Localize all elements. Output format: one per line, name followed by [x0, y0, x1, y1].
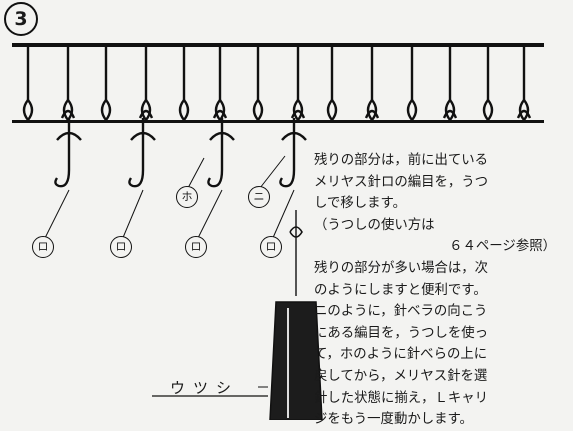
needle-loop [292, 99, 304, 122]
instruction-line: のようにしますと便利です。 [314, 282, 487, 298]
needle-label-ni: ニ [248, 186, 270, 208]
needle-loop [140, 99, 152, 122]
instruction-line: メリヤス針ロの編目を，うつ [314, 174, 489, 190]
instruction-line: ニのように，針ベラの向こう [314, 304, 488, 320]
stitch-loop [290, 109, 306, 119]
instruction-line: 針した状態に揃え，Ｌキャリ [314, 390, 489, 406]
instruction-text: 残りの部分は，前に出ている メリヤス針ロの編目を，うつ しで移します。 （うつし… [314, 150, 572, 431]
stitch-loop [60, 109, 76, 119]
needle-bed-top-bar [12, 43, 544, 47]
needle-loop [214, 99, 226, 122]
needle-label-ro: ロ [110, 236, 132, 258]
label-pointers [43, 155, 295, 388]
instruction-line: にある編目を，うつしを使っ [314, 325, 489, 341]
needle-label-ro: ロ [32, 236, 54, 258]
instruction-line: 残りの部分が多い場合は，次 [314, 260, 489, 276]
needle-loop [100, 99, 112, 122]
hook-needle-tip [128, 169, 145, 188]
knitting-needle-diagram [12, 43, 544, 420]
stitch-loop [56, 131, 82, 141]
instruction-line: しで移します。 [314, 196, 406, 212]
stitch-loop [364, 109, 380, 119]
instruction-line: て，ホのように針べらの上に [314, 347, 488, 363]
instruction-line: ６４ページ参照） [449, 239, 556, 255]
stitch-loop [442, 109, 458, 119]
needle-loop [22, 99, 34, 122]
hook-needle-tip [279, 169, 296, 188]
needle-loop [252, 99, 264, 122]
needle-loop [444, 99, 456, 122]
needle-loop [326, 99, 338, 122]
hook-needle-tip [54, 169, 71, 188]
instruction-line: 戻してから，メリヤス針を選 [314, 368, 488, 384]
stitch-loop [516, 109, 532, 119]
stitch-loop [281, 131, 307, 141]
stitch-loop [212, 109, 228, 119]
instruction-line: 残りの部分は，前に出ている [314, 153, 489, 168]
stitch-loop [130, 131, 156, 141]
transfer-tool [152, 210, 323, 420]
needle-loop [482, 99, 494, 122]
needle-loop [178, 99, 190, 122]
tool-label: ウツシ [170, 379, 240, 397]
needle-loop [518, 99, 530, 122]
hook-needle-tip [207, 169, 224, 188]
needle-loop [406, 99, 418, 122]
step-number-badge: 3 [4, 2, 38, 36]
needle-label-ro: ロ [185, 236, 207, 258]
needle-loop [366, 99, 378, 122]
needle-bed-bottom-bar [12, 120, 544, 123]
stitch-loop [209, 131, 235, 141]
needle-label-ro: ロ [260, 236, 282, 258]
stitch-loop [138, 109, 154, 119]
needle-label-ho: ホ [176, 186, 198, 208]
instruction-line: （うつしの使い方は [314, 217, 435, 233]
needle-row [22, 47, 532, 188]
